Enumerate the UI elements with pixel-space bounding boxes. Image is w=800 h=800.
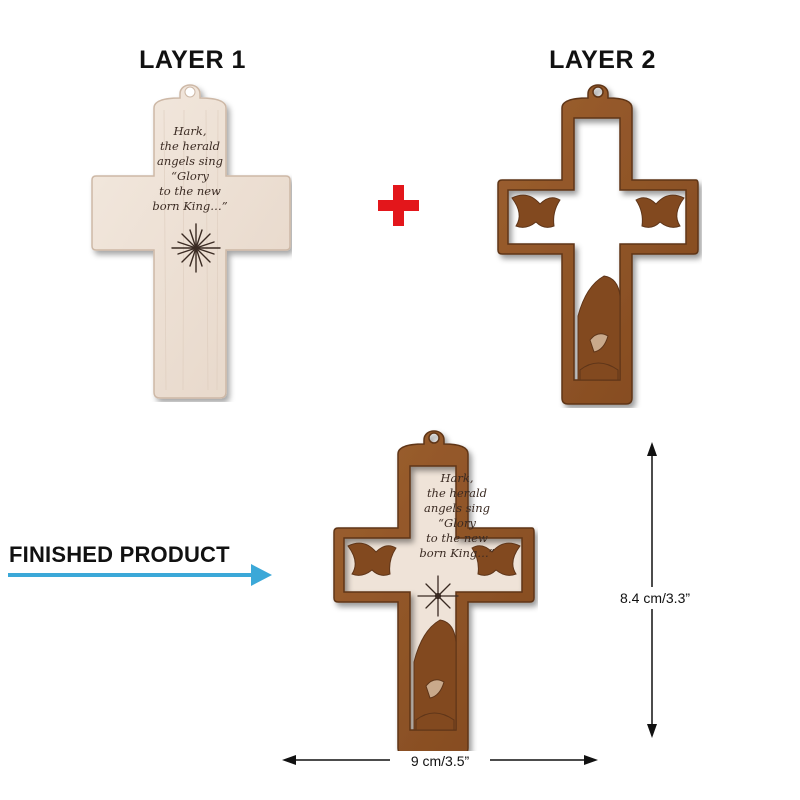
- star-engraving-icon: [417, 575, 459, 617]
- layer2-heading: LAYER 2: [549, 46, 656, 74]
- finished-product-heading: FINISHED PRODUCT: [9, 542, 230, 567]
- height-dimension-label: 8.4 cm/3.3”: [590, 587, 720, 609]
- angel-silhouette-icon: [511, 194, 685, 228]
- layer1-verse-engraving: Hark, the herald angels sing “Glory to t…: [152, 124, 228, 213]
- angel-silhouette-icon: [347, 542, 521, 576]
- nativity-silhouette-icon: [413, 619, 457, 731]
- layer2-cross-ornament: [497, 84, 699, 405]
- layer1-heading: LAYER 1: [139, 46, 246, 74]
- plus-icon: [378, 185, 419, 226]
- finished-cross-ornament: [333, 430, 535, 755]
- finished-verse-engraving: Hark, the herald angels sing “Glory to t…: [419, 471, 495, 560]
- nativity-silhouette-icon: [577, 275, 621, 381]
- width-dimension-label: 9 cm/3.5”: [390, 751, 490, 771]
- layer1-cross-ornament: [91, 84, 291, 399]
- star-engraving-icon: [171, 223, 221, 273]
- arrow-right-icon: [8, 564, 272, 586]
